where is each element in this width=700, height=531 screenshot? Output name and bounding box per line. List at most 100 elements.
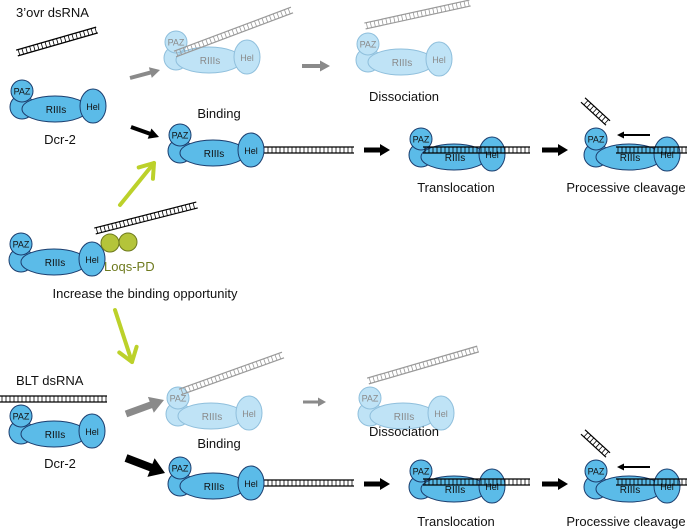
- hel-label: Hel: [660, 150, 674, 160]
- cleaved-product: [580, 429, 611, 458]
- paz-label: PAZ: [172, 131, 189, 141]
- dsrna-strand: [580, 433, 607, 458]
- dsrna-strand: [580, 101, 607, 126]
- paz-label: PAZ: [168, 38, 185, 48]
- dsrna-bound: [254, 479, 354, 487]
- dsrna-rungs: [255, 480, 353, 486]
- binding-bottom-label: Binding: [197, 436, 241, 451]
- hel-label: Hel: [85, 427, 99, 437]
- riiis-label: RIIIs: [204, 482, 225, 493]
- dsrna-strand: [180, 357, 285, 396]
- green-arrow-up: [118, 161, 156, 207]
- loqs-pd-subunit: [118, 232, 138, 252]
- hel-domain: [237, 132, 265, 168]
- release-arrow: [617, 463, 650, 471]
- paz-domain: [584, 127, 608, 151]
- dsrna-translocating: [423, 146, 530, 154]
- dsrna-rungs: [1, 396, 107, 402]
- paz-label: PAZ: [360, 40, 377, 50]
- cleavage-top-label: Processive cleavage: [566, 180, 686, 195]
- hel-label: Hel: [660, 482, 674, 492]
- dsrna-dissociated-top: [364, 0, 471, 30]
- paz-domain: [168, 123, 192, 147]
- dsrna-rungs: [424, 147, 530, 153]
- arrow-head: [136, 161, 156, 181]
- dcr2-bound: PAZ RIIIs Hel: [167, 123, 265, 168]
- paz-domain: [584, 459, 608, 483]
- hel-label: Hel: [485, 150, 499, 160]
- riiis-label: RIIIs: [45, 430, 66, 441]
- riiis-label: RIIIs: [204, 149, 225, 160]
- dsrna-rungs: [255, 147, 353, 153]
- dsrna-strand: [94, 201, 197, 229]
- dcr2-top-label: Dcr-2: [44, 132, 76, 147]
- paz-label: PAZ: [172, 464, 189, 474]
- paz-label: PAZ: [588, 135, 605, 145]
- dsrna-rungs: [617, 479, 687, 485]
- dsrna-rungs: [175, 8, 291, 57]
- gray-arrow-binding-top: [129, 67, 160, 80]
- hel-label: Hel: [434, 409, 448, 419]
- green-arrow-down: [113, 308, 139, 364]
- hel-label: Hel: [85, 255, 99, 265]
- dsrna-rungs: [180, 353, 282, 395]
- paz-domain: [166, 386, 190, 410]
- hel-domain: [233, 39, 261, 75]
- hel-domain: [478, 468, 506, 504]
- paz-label: PAZ: [170, 394, 187, 404]
- dsrna-translocating: [423, 478, 530, 486]
- increase-binding-label: Increase the binding opportunity: [52, 286, 238, 301]
- dsrna-binding-faded-bottom: [178, 351, 285, 396]
- dissociation-bottom-label: Dissociation: [368, 424, 440, 439]
- dsrna-bound: [254, 146, 354, 154]
- paz-domain: [164, 30, 188, 54]
- overlay-layer: [94, 6, 687, 490]
- hel-domain: [427, 395, 455, 431]
- dsrna-dissociated-bottom: [366, 345, 480, 385]
- paz-domain: [358, 386, 382, 410]
- dsrna-rungs: [368, 346, 479, 384]
- black-arrow-binding-bottom: [124, 454, 165, 477]
- dsrna-rungs: [583, 432, 609, 457]
- hel-domain: [425, 41, 453, 77]
- black-arrow-binding-top: [130, 125, 159, 139]
- dsrna-strand: [95, 207, 198, 235]
- release-arrow: [617, 131, 650, 139]
- hel-label: Hel: [432, 55, 446, 65]
- black-arrow-translocation-top: [364, 144, 390, 156]
- dsrna-strand: [368, 351, 480, 385]
- cleavage-bottom-label: Processive cleavage: [566, 514, 686, 529]
- binding-top-label: Binding: [197, 106, 241, 121]
- riiis-label: RIIIs: [394, 412, 415, 423]
- gray-arrow-dissociation-top: [302, 60, 330, 72]
- dsrna-cleaving: [616, 478, 687, 486]
- dsrna-loqs: [94, 201, 198, 235]
- arrow-shaft: [118, 161, 156, 207]
- riiis-label: RIIIs: [620, 485, 641, 496]
- ovr-dsrna-free: [16, 26, 98, 57]
- riiis-label: RIIIs: [45, 258, 66, 269]
- hel-label: Hel: [240, 53, 254, 63]
- dsrna-rungs: [365, 0, 470, 29]
- hel-label: Hel: [244, 146, 258, 156]
- loqs-pd-subunit: [100, 233, 120, 253]
- black-arrow-translocation-bottom: [364, 478, 390, 490]
- riiis-label: RIIIs: [445, 153, 466, 164]
- paz-label: PAZ: [413, 135, 430, 145]
- paz-domain: [168, 456, 192, 480]
- hel-label: Hel: [86, 102, 100, 112]
- paz-label: PAZ: [13, 240, 30, 250]
- riiis-label: RIIIs: [445, 485, 466, 496]
- dcr2-bound: PAZ RIIIs Hel: [167, 456, 265, 501]
- riiis-label: RIIIs: [620, 153, 641, 164]
- hel-label: Hel: [244, 479, 258, 489]
- dsrna-binding-faded-top: [173, 6, 294, 58]
- gray-arrow-binding-bottom: [124, 396, 164, 418]
